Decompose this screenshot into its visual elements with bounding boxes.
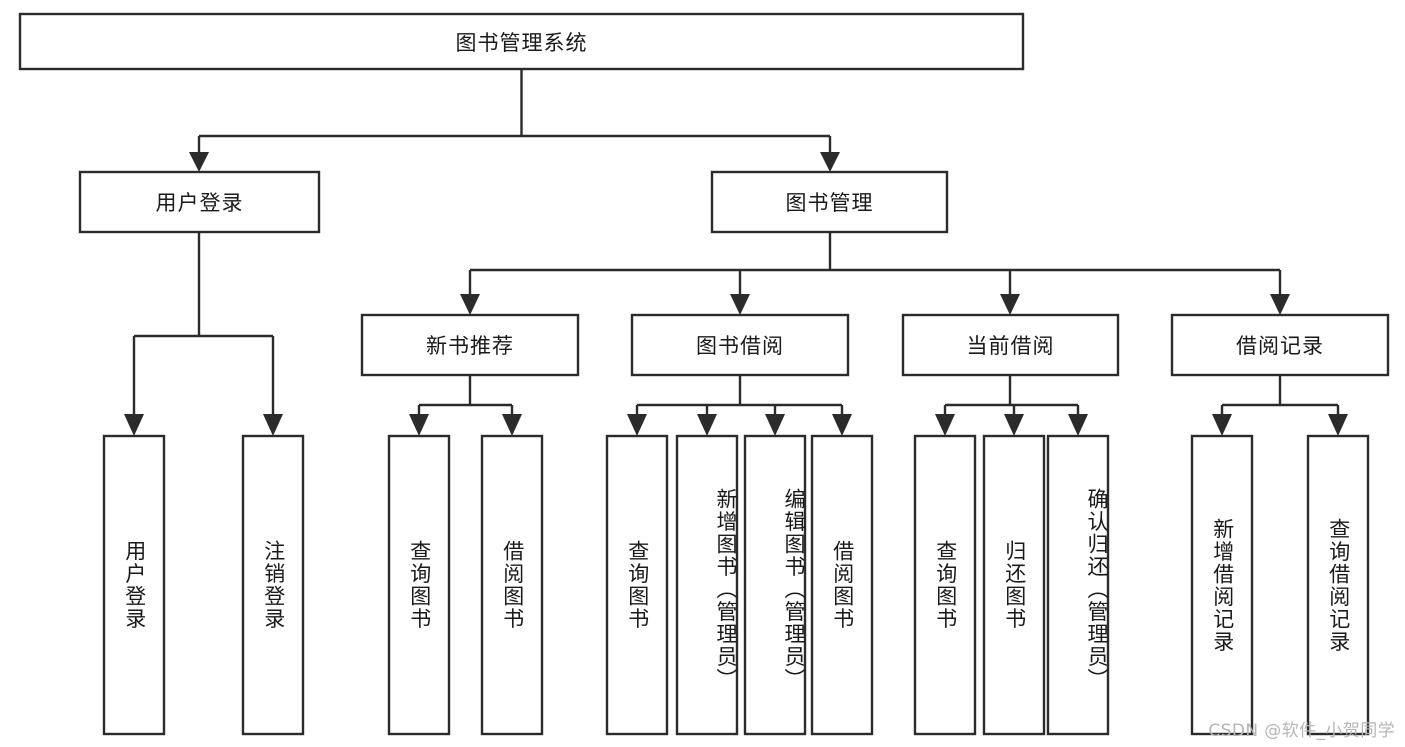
arrow-icon	[1000, 294, 1020, 315]
connector-newbook-to-leaves	[409, 375, 522, 436]
connector-currentborrow-to-leaves	[935, 375, 1088, 436]
leaf-new-book-1[interactable]	[480, 434, 544, 736]
arrow-icon	[189, 152, 209, 172]
node-book-management[interactable]	[710, 170, 949, 234]
connector-bookmgmt-to-level2	[460, 232, 1290, 315]
node-user-login[interactable]	[78, 170, 321, 234]
leaf-book-borrow-1[interactable]	[675, 434, 739, 736]
arrow-icon	[935, 414, 955, 436]
leaf-borrow-record-1[interactable]	[1306, 434, 1370, 736]
arrow-icon	[409, 414, 429, 436]
watermark-text: CSDN @软件_小贺同学	[1208, 721, 1395, 741]
arrow-icon	[730, 294, 750, 315]
node-new-book-recommend[interactable]	[360, 313, 580, 377]
leaf-user-login-0[interactable]	[102, 434, 166, 736]
arrow-icon	[832, 414, 852, 436]
connector-bookborrow-to-leaves	[627, 375, 852, 436]
leaf-current-borrow-2[interactable]	[1046, 434, 1110, 736]
leaf-book-borrow-3[interactable]	[810, 434, 874, 736]
arrow-icon	[1212, 414, 1232, 436]
leaf-borrow-record-0[interactable]	[1190, 434, 1254, 736]
node-root[interactable]	[18, 12, 1025, 71]
arrow-icon	[502, 414, 522, 436]
arrow-icon	[124, 414, 144, 436]
connector-borrowrecord-to-leaves	[1212, 375, 1348, 436]
leaf-current-borrow-1[interactable]	[982, 434, 1046, 736]
arrow-icon	[820, 152, 840, 172]
arrow-icon	[697, 414, 717, 436]
connector-userlogin-to-leaves	[124, 232, 283, 436]
connector-root-to-level1	[189, 69, 840, 172]
arrow-icon	[1328, 414, 1348, 436]
arrow-icon	[765, 414, 785, 436]
arrow-icon	[1270, 294, 1290, 315]
node-borrow-record[interactable]	[1170, 313, 1390, 377]
leaf-current-borrow-0[interactable]	[913, 434, 977, 736]
arrow-icon	[627, 414, 647, 436]
arrow-icon	[1068, 414, 1088, 436]
arrow-icon	[263, 414, 283, 436]
leaf-book-borrow-0[interactable]	[605, 434, 669, 736]
arrow-icon	[460, 294, 480, 315]
leaf-new-book-0[interactable]	[387, 434, 451, 736]
node-book-borrow[interactable]	[630, 313, 850, 377]
leaf-book-borrow-2[interactable]	[743, 434, 807, 736]
arrow-icon	[1004, 414, 1024, 436]
node-current-borrow[interactable]	[901, 313, 1120, 377]
leaf-user-login-1[interactable]	[241, 434, 305, 736]
